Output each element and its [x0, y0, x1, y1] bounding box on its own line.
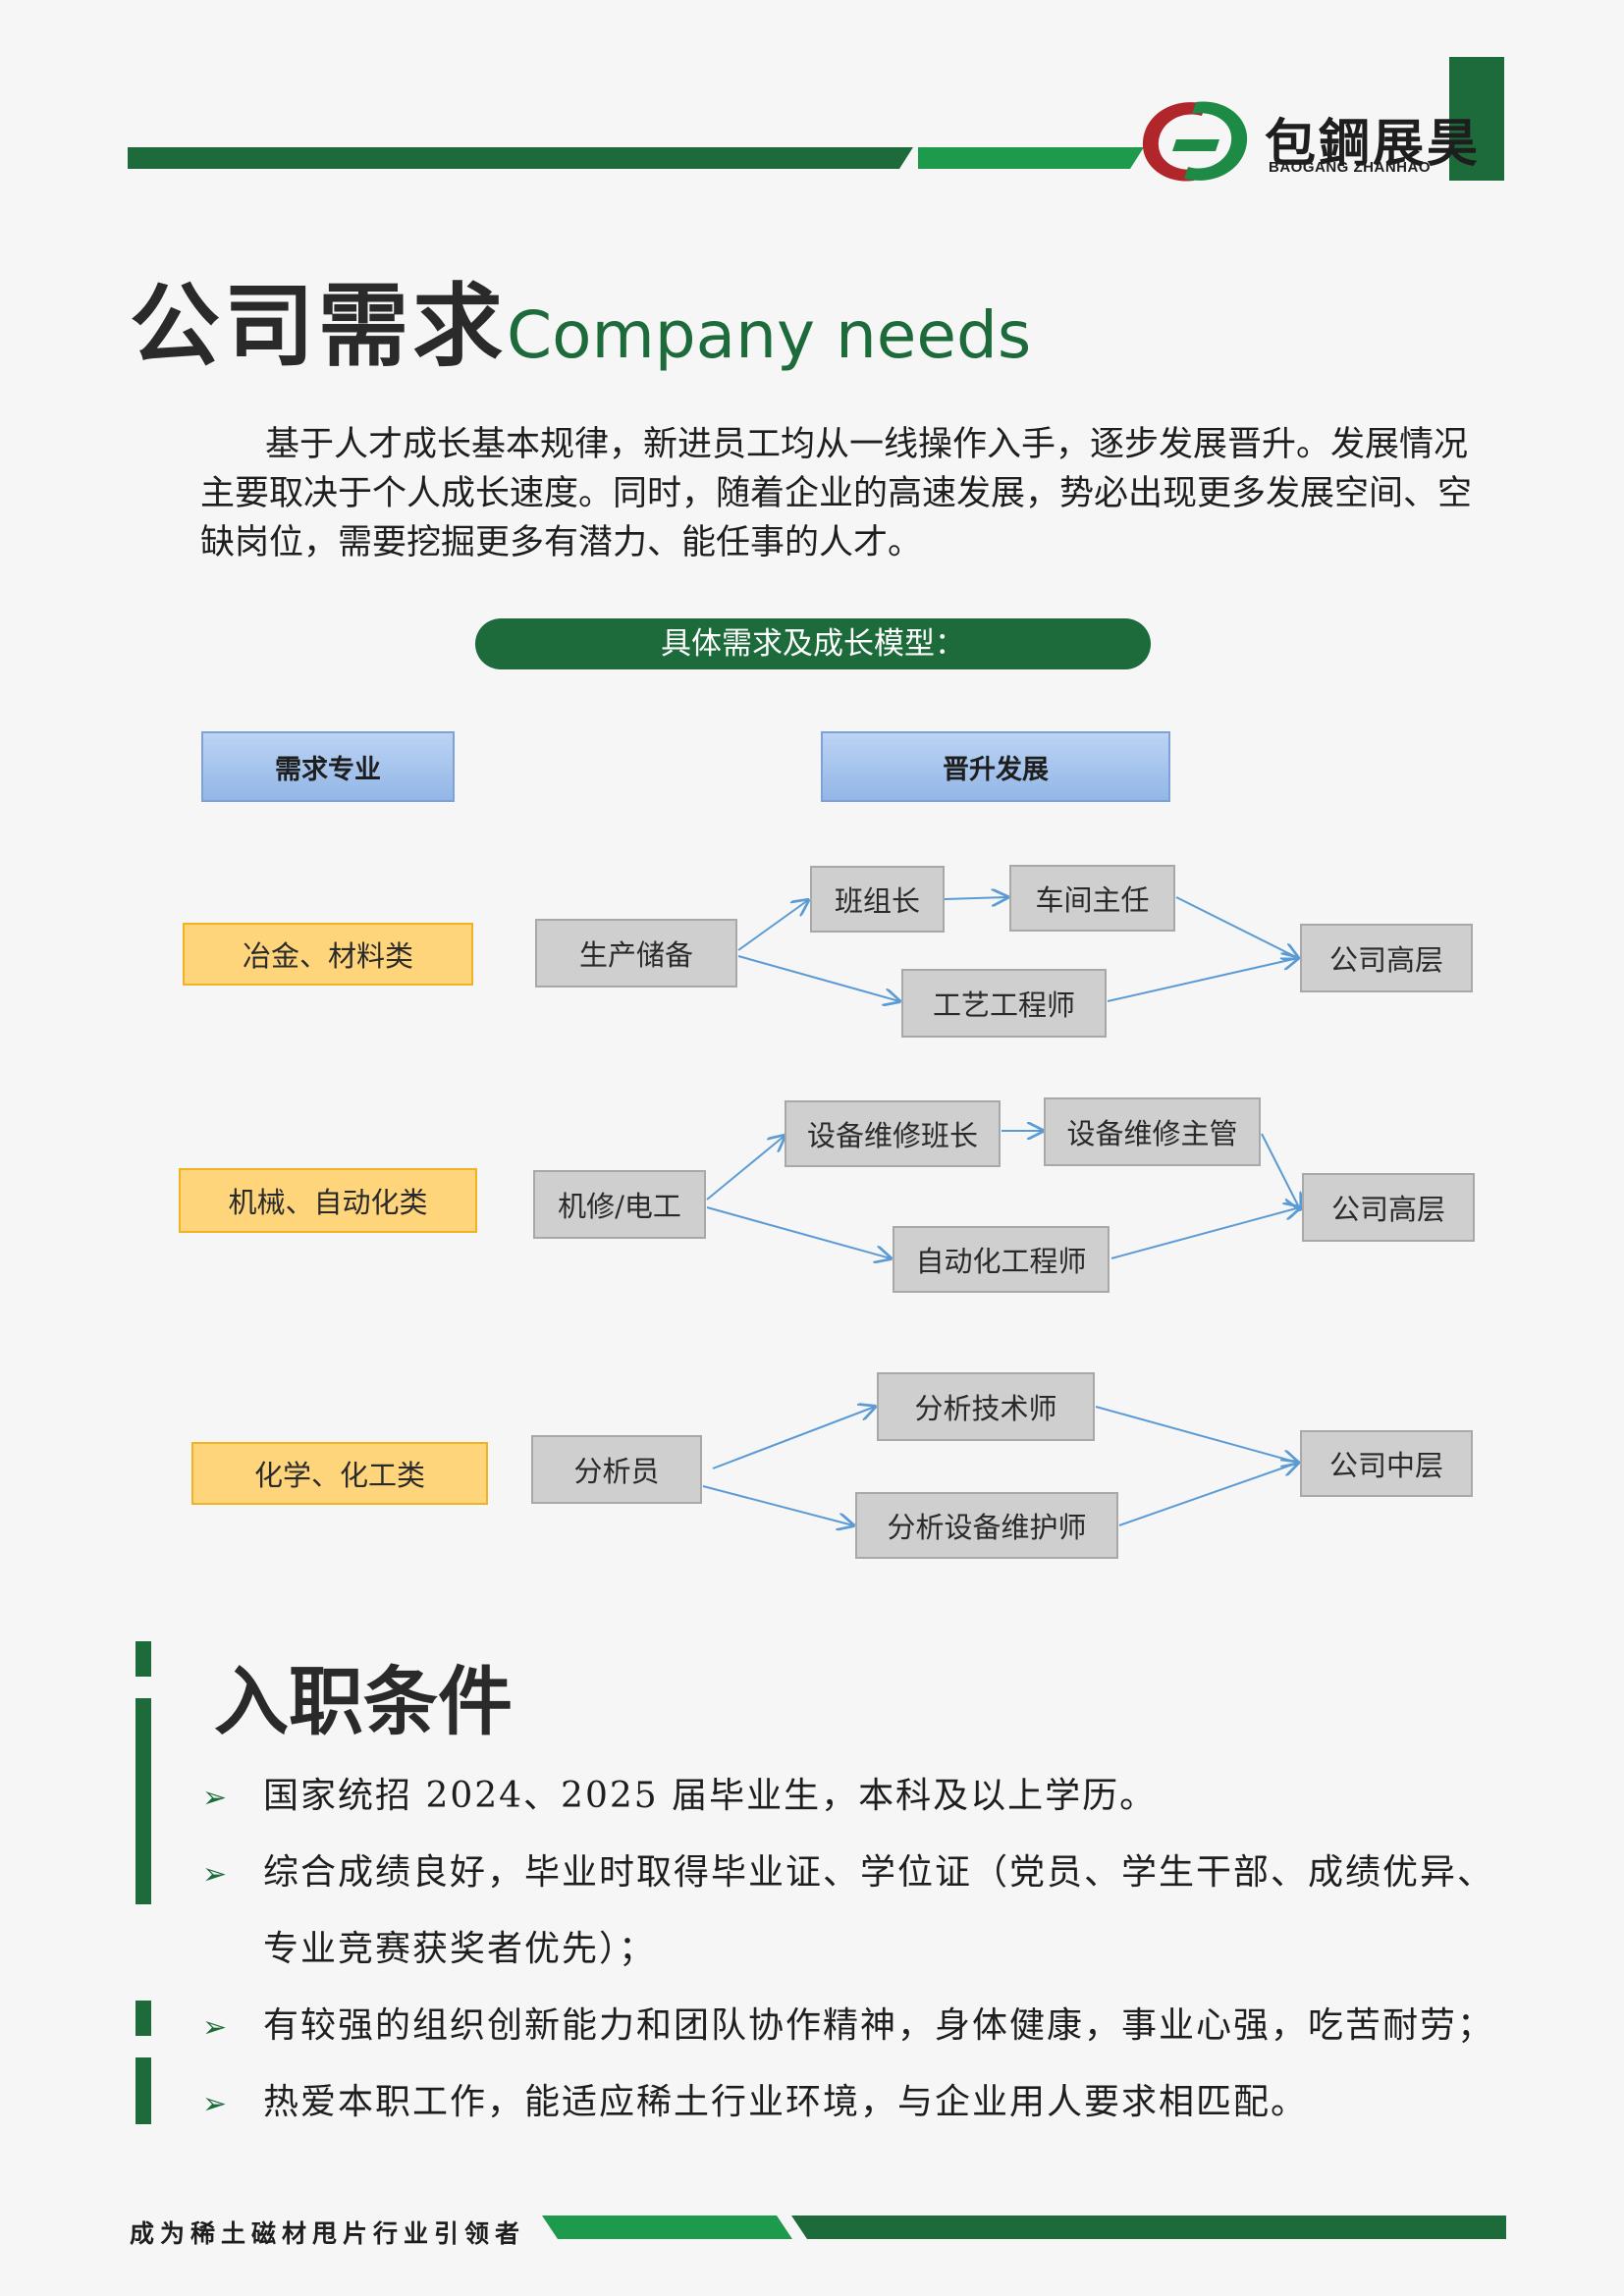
- node-r3-up: 分析技术师: [877, 1372, 1095, 1441]
- arrow-r3-entry-down: [702, 1485, 853, 1525]
- section-accent-bar: [135, 2057, 151, 2124]
- node-r1-up2: 车间主任: [1009, 865, 1175, 932]
- node-r3-target: 公司中层: [1300, 1430, 1473, 1497]
- header-stripe-dark: [128, 147, 913, 169]
- requirement-item: ➢综合成绩良好，毕业时取得毕业证、学位证（党员、学生干部、成绩优异、: [202, 1852, 1495, 1893]
- arrow-r1-entry-down: [737, 955, 899, 1001]
- node-r1-up1: 班组长: [810, 866, 945, 933]
- arrow-r1-down-target: [1107, 958, 1298, 1002]
- category-metallurgy: 冶金、材料类: [183, 923, 473, 986]
- category-chemistry: 化学、化工类: [191, 1442, 488, 1505]
- node-r1-entry: 生产储备: [535, 919, 737, 988]
- page-title-en: Company needs: [507, 297, 1032, 373]
- arrow-r1-up2-target: [1175, 896, 1298, 958]
- requirement-item-continued: 专业竞赛获奖者优先）；: [263, 1929, 657, 1969]
- requirement-item: ➢有较强的组织创新能力和团队协作精神，身体健康，事业心强，吃苦耐劳；: [202, 2005, 1495, 2046]
- node-r2-target: 公司高层: [1302, 1173, 1475, 1242]
- footer-stripe-light: [542, 2216, 792, 2239]
- section-accent-bar: [135, 1641, 151, 1677]
- page-title-cn: 公司需求: [130, 274, 508, 379]
- arrow-bullet-icon: ➢: [202, 2087, 230, 2121]
- node-r2-up1: 设备维修班长: [785, 1100, 1001, 1167]
- node-r1-down: 工艺工程师: [901, 969, 1107, 1038]
- arrow-r1-up1-up2: [944, 897, 1007, 899]
- arrow-r3-entry-up: [712, 1407, 875, 1469]
- page-title: 公司需求Company needs: [130, 253, 1031, 384]
- intro-paragraph: 基于人才成长基本规律，新进员工均从一线操作入手，逐步发展晋升。发展情况主要取决于…: [200, 420, 1477, 567]
- node-r3-down: 分析设备维护师: [855, 1492, 1118, 1559]
- node-r2-down: 自动化工程师: [893, 1226, 1110, 1293]
- requirements-title: 入职条件: [214, 1658, 513, 1745]
- node-r2-entry: 机修/电工: [533, 1170, 706, 1239]
- node-r2-up2: 设备维修主管: [1044, 1097, 1261, 1166]
- requirement-item: ➢热爱本职工作，能适应稀土行业环境，与企业用人要求相匹配。: [202, 2082, 1309, 2122]
- node-r3-entry: 分析员: [531, 1435, 702, 1504]
- arrow-r1-entry-up: [737, 900, 808, 951]
- header-stripe-light: [918, 147, 1144, 169]
- intro-text: 基于人才成长基本规律，新进员工均从一线操作入手，逐步发展晋升。发展情况主要取决于…: [200, 425, 1473, 562]
- company-logo-icon: [1142, 101, 1248, 182]
- arrow-bullet-icon: ➢: [202, 2010, 230, 2045]
- header-side-block: [1449, 57, 1504, 181]
- arrow-r2-entry-up: [706, 1136, 785, 1201]
- arrow-r3-down-target: [1118, 1463, 1298, 1526]
- column-header-major: 需求专业: [201, 731, 455, 802]
- node-r1-target: 公司高层: [1300, 924, 1473, 992]
- logo-chinese-name: 包鋼展昊: [1265, 114, 1482, 174]
- arrow-bullet-icon: ➢: [202, 1781, 230, 1815]
- section-accent-bar: [135, 1698, 151, 1904]
- model-heading-pill: 具体需求及成长模型：: [475, 618, 1151, 669]
- arrow-r2-entry-down: [706, 1206, 891, 1258]
- category-mechanical: 机械、自动化类: [179, 1168, 477, 1233]
- footer-slogan: 成为稀土磁材甩片行业引领者: [130, 2219, 526, 2248]
- footer-stripe-dark: [791, 2216, 1506, 2239]
- logo-english-name: BAOGANG ZHANHAO: [1269, 159, 1431, 176]
- column-header-growth: 晋升发展: [821, 731, 1170, 802]
- arrow-r2-up2-target: [1261, 1133, 1300, 1209]
- section-accent-bar: [135, 2001, 151, 2036]
- requirement-item: ➢国家统招 2024、2025 届毕业生，本科及以上学历。: [202, 1776, 1158, 1816]
- arrow-bullet-icon: ➢: [202, 1857, 230, 1892]
- arrow-r2-down-target: [1110, 1207, 1300, 1259]
- arrow-r3-up-target: [1095, 1406, 1298, 1463]
